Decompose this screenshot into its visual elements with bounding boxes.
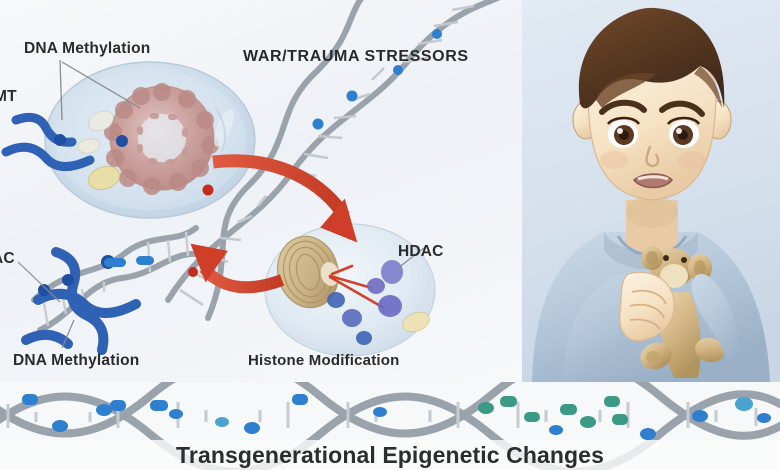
label-histone-modification: Histone Modification bbox=[248, 352, 400, 369]
bear-leg-left bbox=[640, 342, 672, 370]
cell-nucleus bbox=[104, 83, 219, 195]
bear-ear-right bbox=[688, 254, 712, 282]
dna-methyl-markers bbox=[188, 29, 442, 277]
leader-line bbox=[59, 59, 141, 121]
eye-left bbox=[606, 116, 641, 148]
lower-dna-segment bbox=[31, 225, 201, 333]
label-hdac-right: HDAC bbox=[398, 243, 444, 260]
lower-dna-rungs bbox=[42, 231, 190, 327]
transgenerational-dna-band: Transgenerational Epigenetic Changes bbox=[0, 382, 780, 470]
nose bbox=[645, 145, 660, 168]
bear-eye-right bbox=[681, 257, 687, 263]
epigenetics-mechanism-diagram: DNA Methylation MT WAR/TRAUMA STRESSORS … bbox=[0, 0, 522, 382]
acetylation-rays bbox=[328, 264, 386, 310]
eyebrow-left bbox=[599, 99, 647, 115]
hand bbox=[619, 271, 675, 342]
bear-eye-left bbox=[663, 255, 669, 261]
dnmt-enzyme-upper bbox=[1, 112, 128, 171]
bear-head bbox=[650, 248, 694, 288]
label-war-trauma-stressors: WAR/TRAUMA STRESSORS bbox=[243, 48, 469, 65]
cell-with-nucleus bbox=[44, 61, 256, 219]
teddy-bear bbox=[640, 246, 725, 378]
dnmt-methyl-dots bbox=[38, 255, 115, 296]
dnmt-enzyme-lower bbox=[21, 247, 141, 355]
organelle bbox=[77, 138, 101, 154]
chromatin-dots bbox=[327, 260, 403, 345]
label-hdac-left: AC bbox=[0, 250, 15, 267]
dna-band-rungs bbox=[6, 402, 758, 428]
label-dna-methylation-top: DNA Methylation bbox=[24, 40, 151, 57]
red-cycle-arrows bbox=[190, 154, 358, 294]
eye-right bbox=[666, 116, 701, 148]
histone-spool bbox=[276, 235, 340, 309]
label-dna-methylation-bottom: DNA Methylation bbox=[13, 352, 140, 369]
distressed-child-illustration bbox=[522, 0, 780, 382]
organelle bbox=[214, 109, 234, 147]
leader-line bbox=[61, 319, 75, 349]
child-face bbox=[578, 7, 725, 201]
label-dnmt: MT bbox=[0, 88, 17, 105]
child-graphics bbox=[522, 0, 780, 382]
bear-leg-right bbox=[695, 337, 725, 363]
bear-muzzle bbox=[660, 264, 688, 288]
leader-line bbox=[17, 261, 61, 303]
organelle bbox=[402, 311, 430, 333]
organelle bbox=[87, 165, 121, 191]
child-arm bbox=[562, 270, 675, 382]
dna-band-markers bbox=[22, 394, 771, 440]
bear-body bbox=[659, 292, 701, 378]
child-torso bbox=[532, 232, 770, 382]
methyl-tag bbox=[104, 258, 126, 267]
mouth bbox=[632, 173, 674, 189]
caption-transgenerational-epigenetic-changes: Transgenerational Epigenetic Changes bbox=[176, 442, 604, 468]
child-arm-right bbox=[691, 273, 741, 382]
bear-ear-left bbox=[641, 246, 663, 270]
methyl-tag bbox=[136, 256, 154, 265]
organelle bbox=[88, 110, 114, 132]
eyebrow-right bbox=[659, 100, 705, 117]
